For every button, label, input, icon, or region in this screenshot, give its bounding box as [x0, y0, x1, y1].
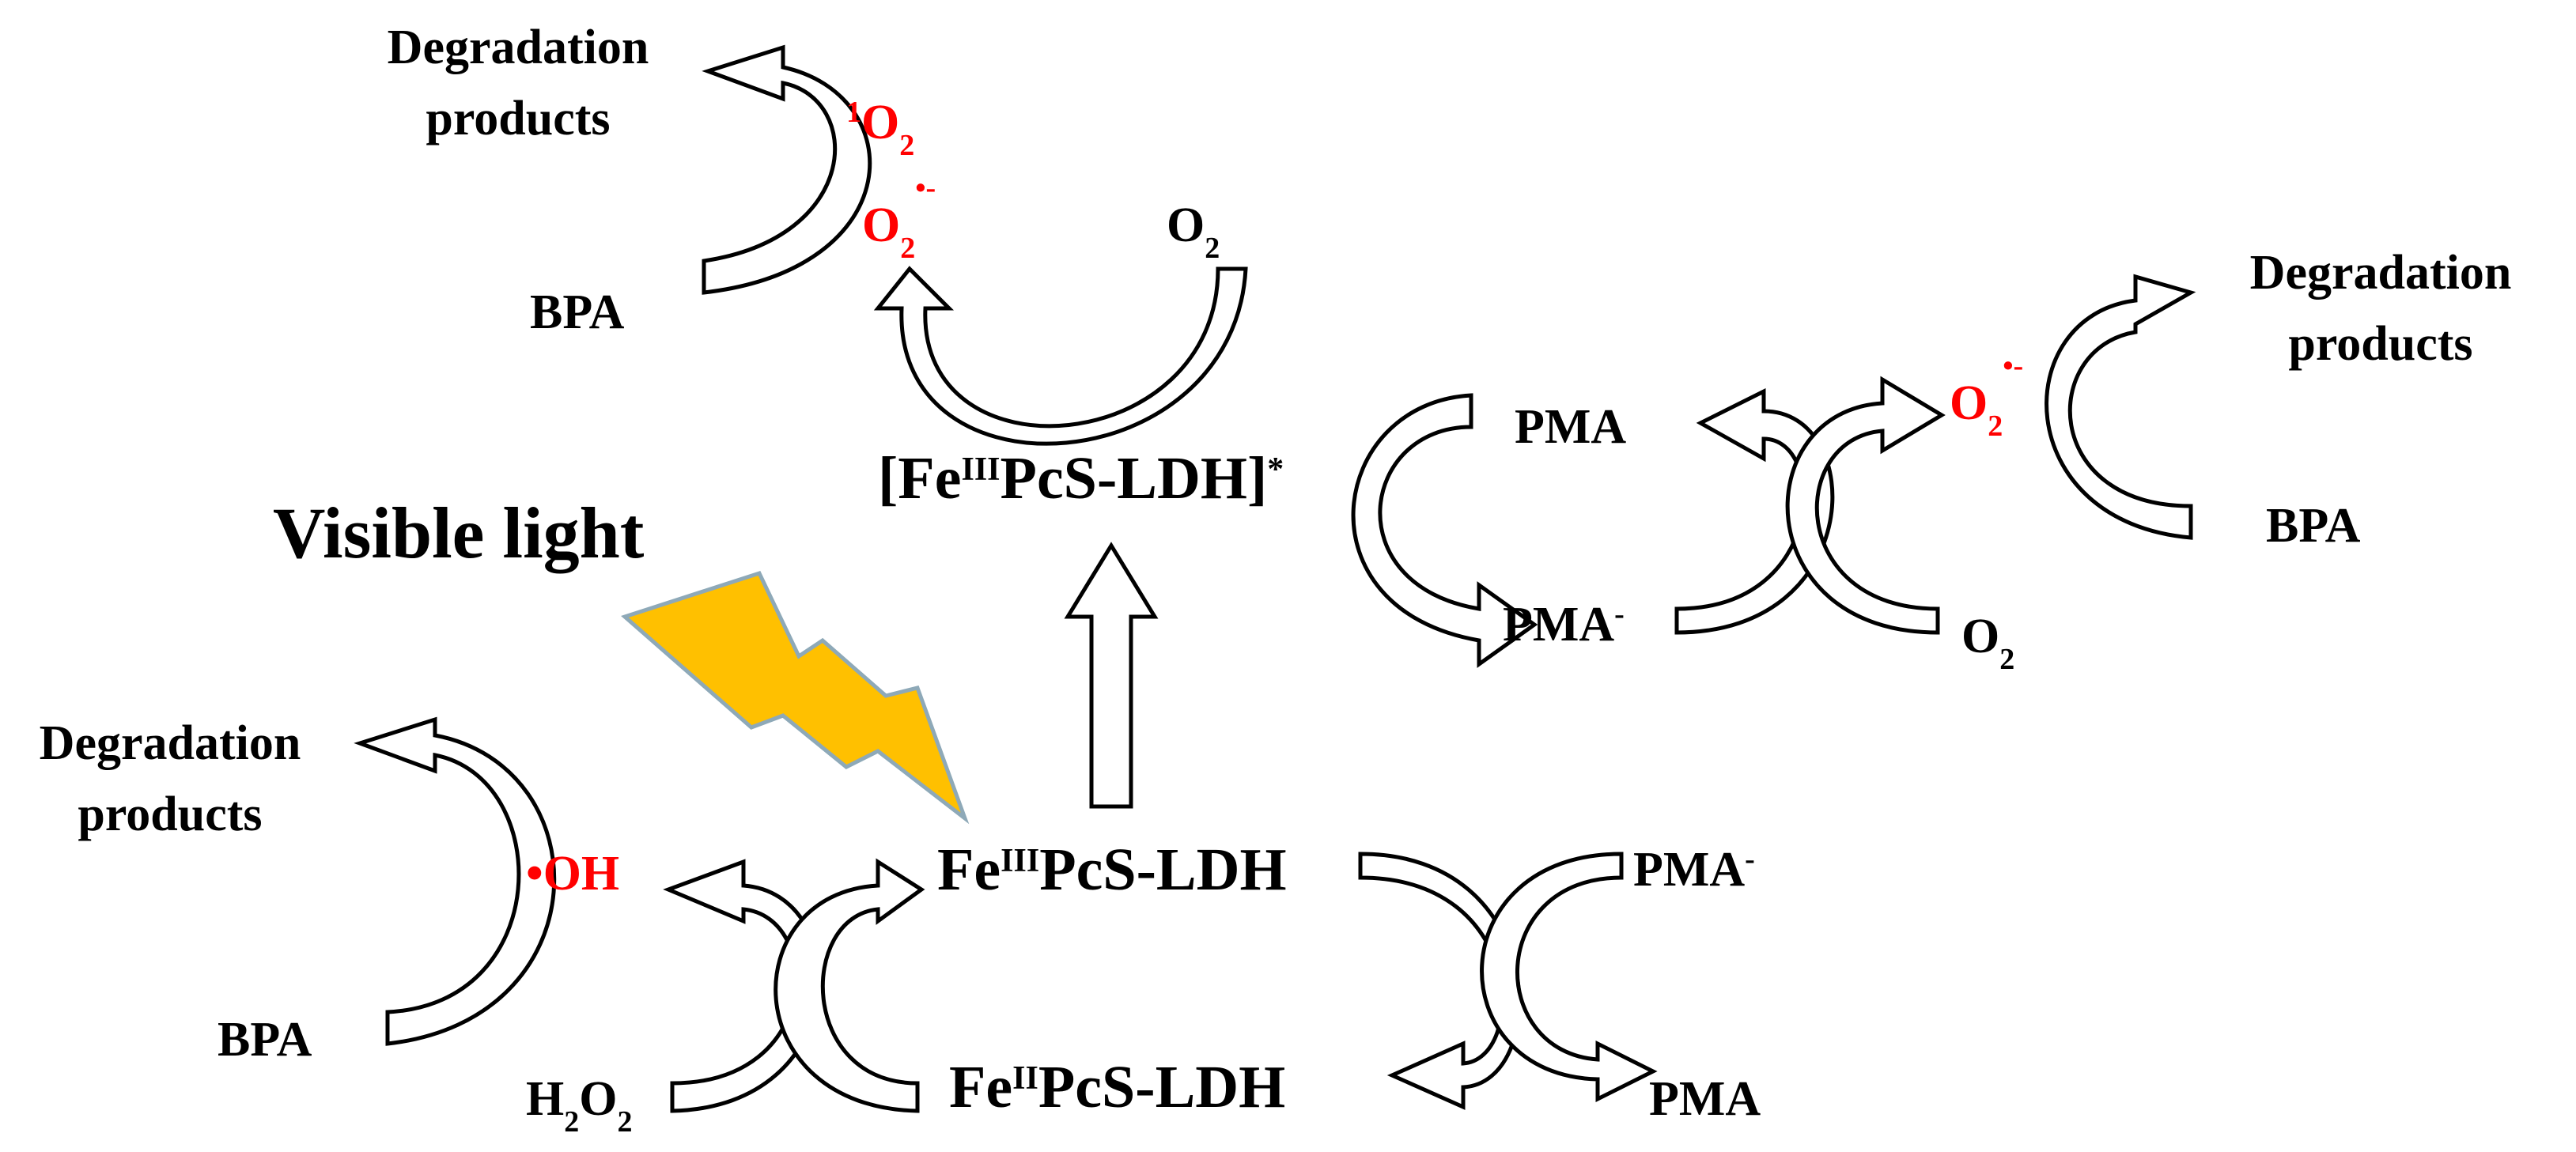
o2-to-superoxide-right-cross-arrow — [1785, 376, 1946, 635]
degradation-products-label-right-line2: products — [2288, 317, 2472, 371]
pma-anion-label-bottom: PMA- — [1633, 843, 1755, 897]
degradation-products-label-top-left-line1: Degradation — [388, 21, 649, 74]
pma-minus-to-pma-bottom-cross-arrow — [1480, 852, 1658, 1103]
hydroxyl-radical-label: •OH — [526, 847, 619, 901]
degradation-products-label-right-line1: Degradation — [2250, 246, 2512, 300]
bpa-to-products-curved-arrow-top — [702, 44, 872, 295]
visible-light-label: Visible light — [273, 493, 645, 573]
excitation-up-arrow — [1064, 542, 1159, 809]
bpa-label-top: BPA — [530, 285, 625, 339]
pma-anion-label-right: PMA- — [1503, 598, 1625, 652]
fe2-complex-label: FeIIPcS-LDH — [949, 1054, 1285, 1120]
degradation-products-label-bottom-left-line2: products — [78, 788, 262, 841]
bpa-label-right: BPA — [2266, 499, 2361, 553]
pma-label-right-top: PMA — [1515, 400, 1626, 454]
pma-minus-to-pma-cross-arrow — [1674, 387, 1835, 635]
lightning-bolt-icon — [621, 570, 970, 825]
excited-complex-label: [FeIIIPcS-LDH]* — [878, 445, 1284, 512]
degradation-products-label-bottom-left-line1: Degradation — [40, 716, 301, 770]
pma-label-bottom: PMA — [1649, 1072, 1761, 1126]
bpa-label-bottom: BPA — [218, 1013, 312, 1067]
hydrogen-peroxide-label: H2O2 — [526, 1072, 632, 1139]
degradation-products-label-top-left-line2: products — [426, 92, 610, 145]
bpa-to-products-curved-arrow-bottom — [354, 716, 557, 1046]
bpa-to-products-curved-arrow-right — [2045, 274, 2196, 540]
singlet-oxygen-label: 1O2 — [846, 96, 914, 162]
oxygen-label-right: O2 — [1961, 610, 2014, 676]
fe2-to-fe3-cross-arrow — [774, 858, 925, 1113]
fe3-complex-label: FeIIIPcS-LDH — [937, 837, 1287, 903]
o2-to-superoxide-u-arrow — [873, 266, 1248, 446]
superoxide-label-top: O2•- — [862, 172, 936, 265]
oxygen-label-top: O2 — [1167, 198, 1220, 265]
superoxide-label-right: O2•- — [1950, 349, 2023, 443]
excited-to-pma-minus-curved-arrow — [1351, 393, 1538, 668]
fe3-to-fe2-cross-arrow — [1358, 852, 1522, 1110]
